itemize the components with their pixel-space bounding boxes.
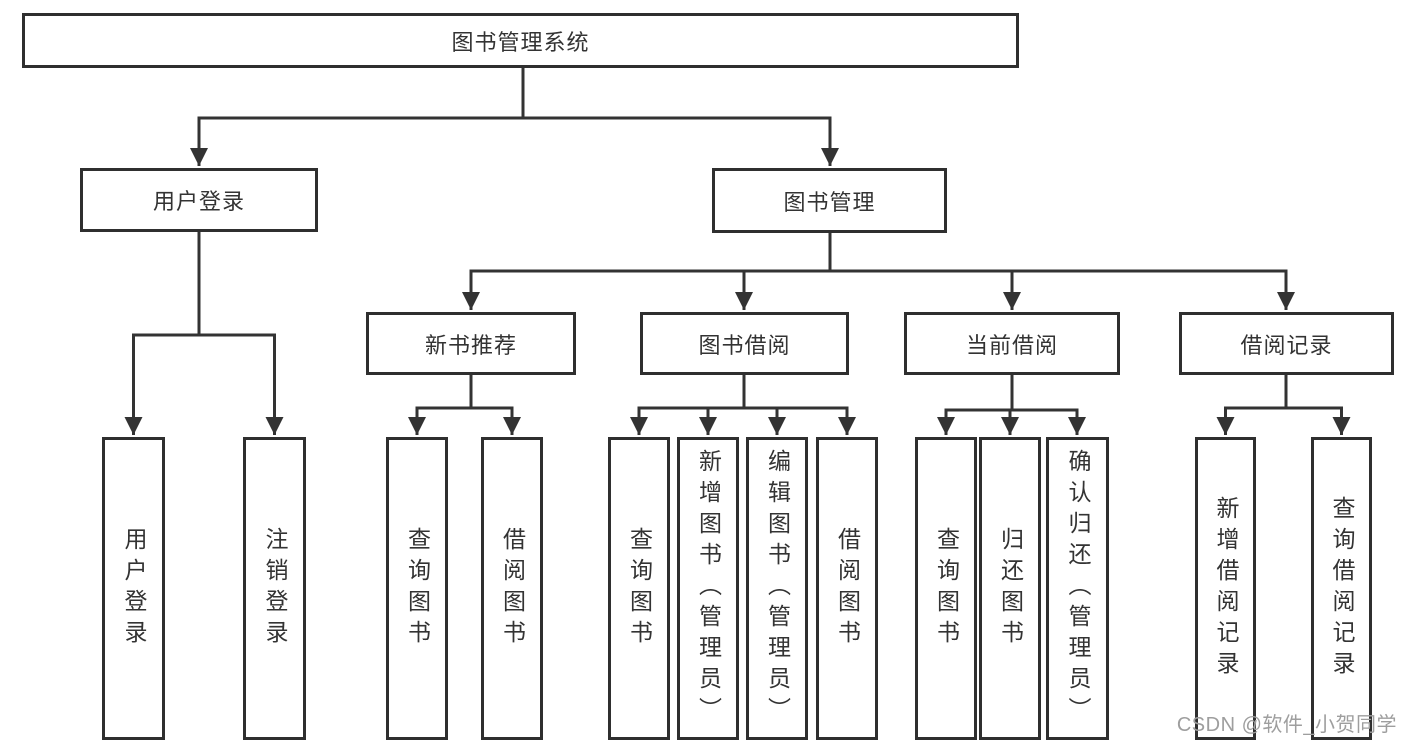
leaf-borrow-book: 借阅图书 [816, 437, 878, 740]
node-book-management: 图书管理 [712, 168, 947, 233]
leaf-add-book-admin: 新增图书（管理员） [677, 437, 739, 740]
leaf-query-borrow-record: 查询借阅记录 [1311, 437, 1372, 740]
leaf-add-borrow-record: 新增借阅记录 [1195, 437, 1256, 740]
node-book-borrow: 图书借阅 [640, 312, 849, 375]
node-new-book-recommend: 新书推荐 [366, 312, 576, 375]
node-user-login: 用户登录 [80, 168, 318, 232]
leaf-query-book-newbook: 查询图书 [386, 437, 448, 740]
leaf-query-book-borrow: 查询图书 [608, 437, 670, 740]
node-current-borrow: 当前借阅 [904, 312, 1120, 375]
leaf-user-login: 用户登录 [102, 437, 165, 740]
csdn-watermark: CSDN @软件_小贺同学 [1176, 714, 1397, 736]
leaf-borrow-book-newbook: 借阅图书 [481, 437, 543, 740]
leaf-logout: 注销登录 [243, 437, 306, 740]
node-library-management-system: 图书管理系统 [22, 13, 1019, 68]
leaf-query-book-current: 查询图书 [915, 437, 977, 740]
leaf-return-book: 归还图书 [979, 437, 1041, 740]
leaf-edit-book-admin: 编辑图书（管理员） [746, 437, 808, 740]
leaf-confirm-return-admin: 确认归还（管理员） [1046, 437, 1109, 740]
node-borrow-records: 借阅记录 [1179, 312, 1394, 375]
